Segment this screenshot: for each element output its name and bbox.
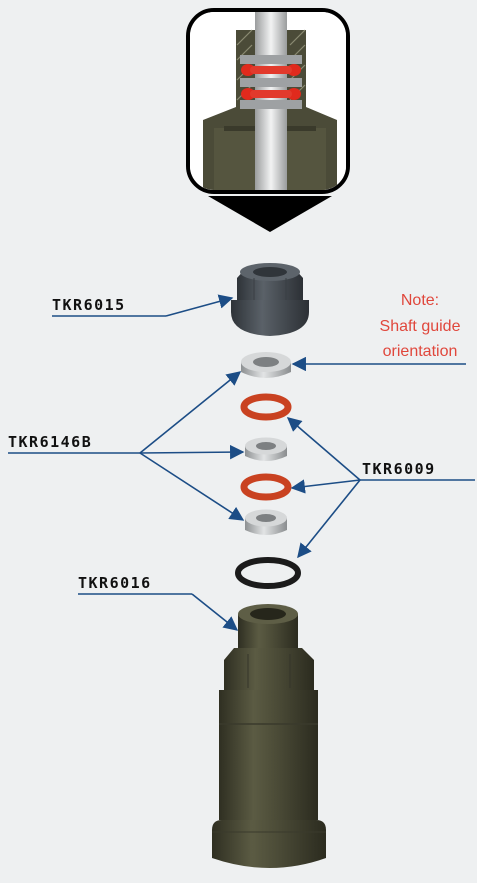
orientation-note: Note: Shaft guide orientation — [380, 292, 461, 360]
note-line-2: Shaft guide — [380, 318, 461, 335]
shaft-guide-top — [241, 352, 291, 378]
leader-lines — [8, 294, 475, 631]
housing-body-part — [212, 604, 326, 868]
nut-part — [231, 263, 309, 336]
oring-red-2 — [240, 473, 292, 501]
label-tkr6009: TKR6009 — [362, 460, 436, 478]
inset-pointer-triangle — [208, 196, 332, 232]
cross-section-inset — [186, 8, 350, 194]
note-line-3: orientation — [383, 343, 458, 360]
shaft-guide-bottom — [245, 509, 287, 535]
label-tkr6015: TKR6015 — [52, 296, 126, 314]
label-tkr6146b: TKR6146B — [8, 433, 92, 451]
oring-black — [235, 557, 301, 589]
label-tkr6016: TKR6016 — [78, 574, 152, 592]
shaft-guide-middle — [245, 437, 287, 461]
oring-red-1 — [240, 393, 292, 421]
note-line-1: Note: — [401, 292, 439, 309]
